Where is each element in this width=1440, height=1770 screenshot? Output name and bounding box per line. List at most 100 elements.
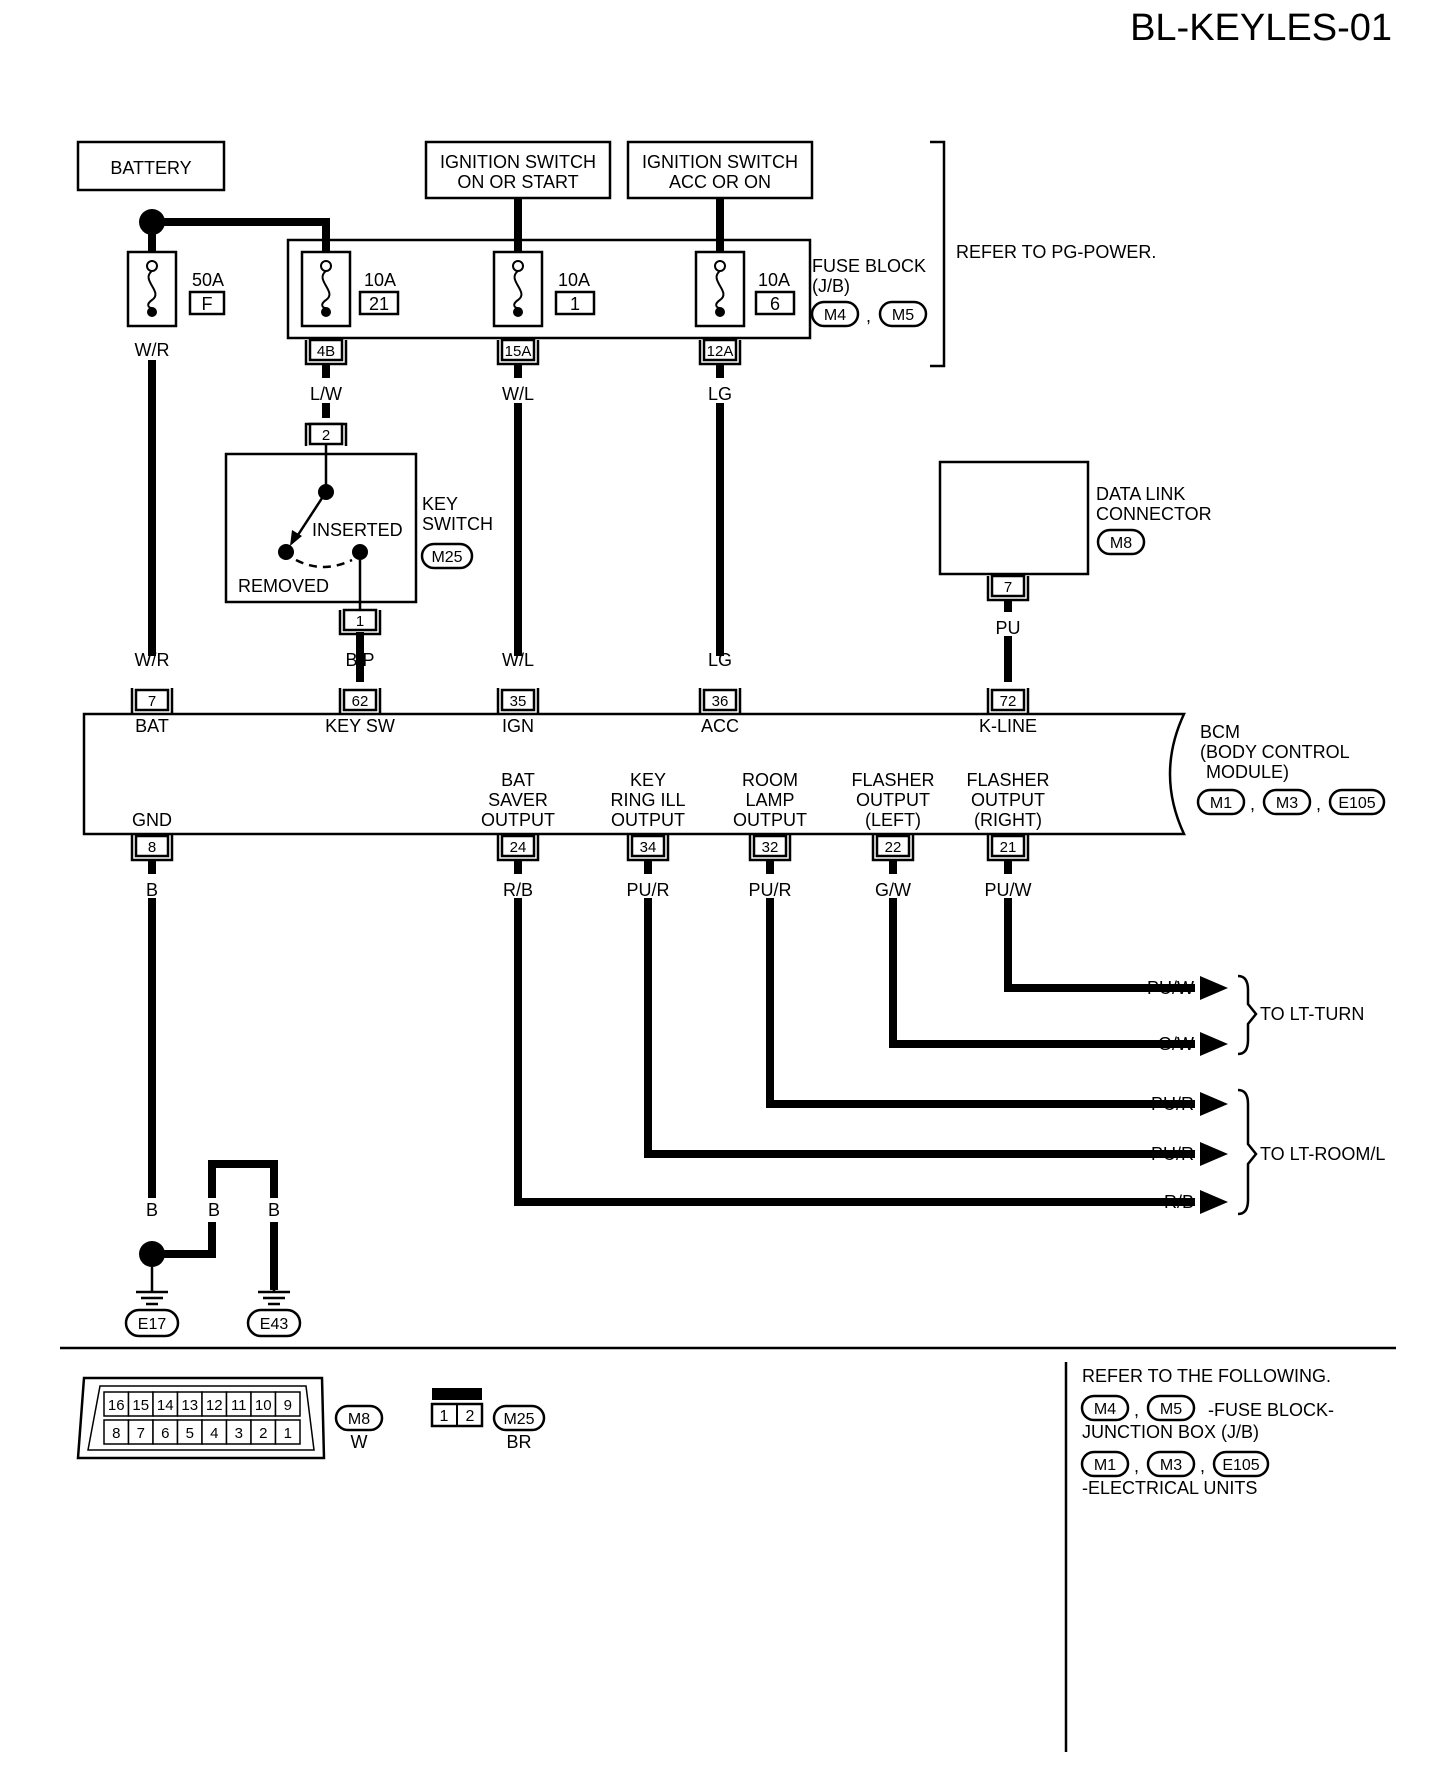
wire-label-wl-bcm: W/L (502, 650, 534, 670)
ign-acc-on-line2: ACC OR ON (669, 172, 771, 192)
wire-gnd-jumper (152, 1160, 278, 1290)
refer-pg-power: REFER TO PG-POWER. (956, 242, 1156, 262)
key-switch-box (224, 452, 418, 604)
key-switch-blade (294, 491, 328, 539)
connector-m25-pin-2: 2 (466, 1408, 475, 1425)
key-switch-contact-inserted (352, 544, 368, 560)
bcm-top-pin-62 (338, 688, 382, 714)
fuse-10a-6 (694, 250, 746, 328)
bcm-label-1: BCM (1200, 722, 1240, 742)
wire-battery-to-fuse21 (152, 218, 330, 256)
bcm-pin-24: 24 (510, 839, 527, 856)
key-switch-arrowhead (290, 530, 302, 546)
refer-m4-oval (1080, 1394, 1130, 1422)
bcm-conn-m1-oval (1196, 788, 1246, 816)
key-switch-pin-1: 1 (356, 613, 364, 630)
connector-m8-pin-label: 16 (108, 1397, 125, 1414)
bcm-pin-room-lamp-3: OUTPUT (733, 810, 807, 830)
fuse-6-amp: 10A (758, 270, 790, 290)
refer-title: REFER TO THE FOLLOWING. (1082, 1366, 1331, 1386)
arrow-label-pur-room: PU/R (1151, 1094, 1194, 1114)
connector-m8-pin-label: 11 (231, 1397, 247, 1414)
fuse-block-conn-m4-oval (810, 300, 860, 328)
bcm-top-pin-7 (130, 688, 174, 714)
arrow-label-rb: R/B (1164, 1192, 1194, 1212)
refer-m4: M4 (1094, 1401, 1116, 1418)
fuse-10a-21 (300, 250, 352, 328)
fuse-6-id: 6 (770, 294, 780, 314)
refer-m1-oval (1080, 1450, 1130, 1478)
bcm-pin-22: 22 (885, 839, 902, 856)
fuse-block-label-2: (J/B) (812, 276, 850, 296)
dlc-box (938, 460, 1090, 576)
wire-bat-saver-rb (514, 898, 1195, 1206)
refer-sep-1: , (1134, 1400, 1139, 1420)
bcm-top-pin-35 (496, 688, 540, 714)
refer-e105: E105 (1222, 1457, 1259, 1474)
wire-label-bp: B/P (345, 650, 374, 670)
connector-m8-cell (103, 1419, 130, 1445)
wire-label-b-2-fg: B (208, 1200, 220, 1220)
refer-e105-oval (1212, 1450, 1270, 1478)
bcm-pin-key-ring-2: RING ILL (610, 790, 685, 810)
connector-m8-cell (152, 1419, 179, 1445)
key-switch-removed: REMOVED (238, 576, 329, 596)
fuse-6-id-box (754, 290, 796, 316)
bcm-pin-32: 32 (762, 839, 779, 856)
refer-bracket (930, 140, 946, 368)
pin-15a: 15A (505, 343, 532, 360)
fuse-50a-amp: 50A (192, 270, 224, 290)
connector-m8-color: W (351, 1432, 368, 1452)
fuse-block-outline (286, 238, 812, 340)
fuse-21-id-box (358, 290, 400, 316)
wire-label-puw: PU/W (985, 880, 1032, 900)
bcm-pin-bat-saver-3: OUTPUT (481, 810, 555, 830)
ground-e43-oval (246, 1308, 302, 1338)
bcm-conn-sep-1: , (1250, 794, 1255, 814)
bcm-bottom-pin-8 (130, 834, 174, 862)
fuse-block-conn-m4: M4 (824, 307, 846, 324)
bcm-pin-key-sw: KEY SW (325, 716, 395, 736)
battery-box (76, 140, 226, 192)
arrow-puw (1200, 976, 1228, 1000)
bcm-pin-room-lamp-2: LAMP (745, 790, 794, 810)
bcm-pin-72: 72 (1000, 693, 1017, 710)
fuse-block-conn-m5-oval (878, 300, 928, 328)
pin-4b: 4B (317, 343, 335, 360)
arrow-rb (1200, 1190, 1228, 1214)
refer-unit-desc: -ELECTRICAL UNITS (1082, 1478, 1257, 1498)
bcm-pin-36: 36 (712, 693, 729, 710)
connector-m8-face (76, 1376, 326, 1460)
key-switch-label-1: KEY (422, 494, 458, 514)
ground-e43: E43 (260, 1316, 289, 1333)
bcm-conn-sep-2: , (1316, 794, 1321, 814)
fuse-block-label-1: FUSE BLOCK (812, 256, 926, 276)
arrow-label-puw: PU/W (1147, 978, 1194, 998)
fuse-block-conn-m5: M5 (892, 307, 914, 324)
bcm-conn-m3-oval (1262, 788, 1312, 816)
wire-label-wl-top: W/L (502, 384, 534, 404)
bcm-box (82, 712, 1186, 836)
bcm-pin-acc: ACC (701, 716, 739, 736)
refer-m5-oval (1146, 1394, 1196, 1422)
fuse-50a (126, 250, 178, 328)
connector-m8-oval (334, 1404, 384, 1432)
fuse-21-amp: 10A (364, 270, 396, 290)
bcm-conn-e105: E105 (1338, 795, 1375, 812)
connector-m25-face (430, 1388, 484, 1428)
wire-label-pur-key: PU/R (626, 880, 669, 900)
wire-label-lg-bcm: LG (708, 650, 732, 670)
bcm-pin-bat: BAT (135, 716, 169, 736)
wire-label-gw: G/W (875, 880, 911, 900)
wire-label-wr-top: W/R (135, 340, 170, 360)
wire-label-b-3-fg: B (268, 1200, 280, 1220)
bcm-pin-bat-saver-1: BAT (501, 770, 535, 790)
refer-sep-3: , (1200, 1456, 1205, 1476)
ground-symbol-e43 (258, 1290, 290, 1306)
gap-b-3 (262, 1198, 286, 1222)
wire-label-wr-bcm: W/R (135, 650, 170, 670)
key-switch-pin-2-conn (304, 422, 348, 446)
dlc-pin-7: 7 (1004, 579, 1012, 596)
wire-label-b-gnd: B (146, 880, 158, 900)
splice-dot-battery (139, 209, 165, 235)
